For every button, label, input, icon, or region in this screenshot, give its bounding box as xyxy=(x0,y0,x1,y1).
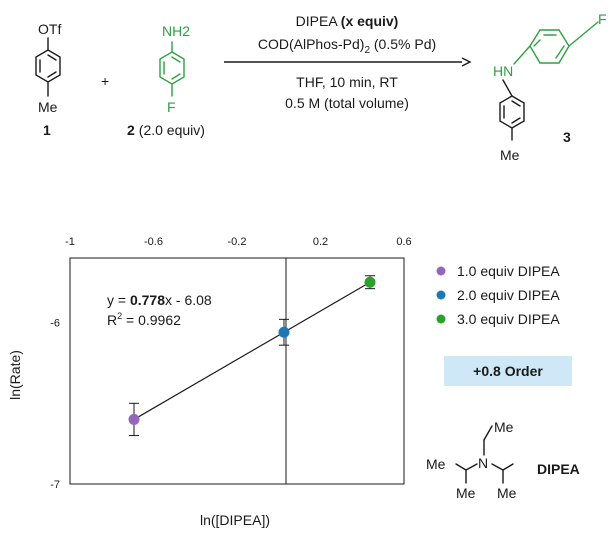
dipea-structure: Me N Me Me Me DIPEA xyxy=(426,419,580,501)
reactant-1-otf: OTf xyxy=(38,21,61,37)
legend: 1.0 equiv DIPEA 2.0 equiv DIPEA 3.0 equiv … xyxy=(436,263,560,327)
x-tick-labels: -1 -0.6 -0.2 0.2 0.6 xyxy=(65,236,412,248)
product-nh: HN xyxy=(493,63,513,79)
dipea-n: N xyxy=(478,455,488,471)
x-tick-label: 0.6 xyxy=(396,236,411,248)
reactant-2-f: F xyxy=(167,99,176,115)
legend-marker-3 xyxy=(436,314,446,324)
y-tick-label: -6 xyxy=(50,318,60,330)
x-tick-label: -0.2 xyxy=(228,236,247,248)
x-axis-label: ln([DIPEA]) xyxy=(200,512,270,528)
product-f: F xyxy=(598,11,607,27)
legend-label-1: 1.0 equiv DIPEA xyxy=(457,263,560,279)
plot-area xyxy=(69,257,405,485)
legend-marker-2 xyxy=(436,290,446,300)
data-point-1 xyxy=(128,413,140,425)
order-annotation-box xyxy=(444,356,572,386)
x-tick-label: 0.2 xyxy=(313,236,328,248)
y-tick-labels: -6 -7 xyxy=(50,318,60,491)
conditions-line-1: DIPEA (x equiv) xyxy=(296,13,399,29)
fit-r-squared: R2 = 0.9962 xyxy=(107,311,181,328)
reactant-1-ring-inner xyxy=(39,54,57,78)
conditions-line-2: COD(AlPhos-Pd)2 (0.5% Pd) xyxy=(258,36,436,56)
dipea-bond-left-me xyxy=(455,463,467,471)
product-bond-nh-aryl xyxy=(513,45,531,65)
dipea-name: DIPEA xyxy=(537,461,580,477)
reactant-2-nh2: NH2 xyxy=(162,23,190,39)
reactant-1-structure: OTf Me 1 xyxy=(35,21,61,138)
product-fluorophenyl-ring-inner xyxy=(533,34,565,59)
legend-marker-1 xyxy=(436,266,446,276)
legend-label-2: 2.0 equiv DIPEA xyxy=(457,287,560,303)
product-me: Me xyxy=(500,147,520,163)
fit-line xyxy=(133,281,371,420)
reactant-2-ring-inner xyxy=(163,56,181,80)
product-tolyl-ring-inner xyxy=(503,100,521,124)
dipea-bond-right-me xyxy=(502,463,514,471)
conditions-line-3: THF, 10 min, RT xyxy=(296,74,398,90)
reaction-arrow xyxy=(224,57,472,67)
dipea-bond-n-left xyxy=(465,463,478,471)
reactant-1-me: Me xyxy=(38,99,58,115)
dipea-me-bottom-left: Me xyxy=(456,485,476,501)
legend-label-3: 3.0 equiv DIPEA xyxy=(457,311,560,327)
x-tick-label: -0.6 xyxy=(144,236,163,248)
dipea-me-top: Me xyxy=(494,419,514,435)
dipea-bond-n-right xyxy=(491,463,504,471)
conditions-line-4: 0.5 M (total volume) xyxy=(285,95,409,111)
x-tick-label: -1 xyxy=(65,236,75,248)
dipea-me-right: Me xyxy=(497,485,517,501)
fit-equation: y = 0.778x - 6.08 xyxy=(107,292,212,308)
reactant-2-structure: NH2 F 2(2.0 equiv) xyxy=(127,23,205,138)
reactant-2-label: 2(2.0 equiv) xyxy=(127,122,205,138)
order-annotation: +0.8 Order xyxy=(473,363,543,379)
data-points xyxy=(128,275,376,437)
dipea-bond-ethyl-1 xyxy=(483,425,493,441)
plus-sign: + xyxy=(101,73,109,89)
product-structure: F HN Me 3 xyxy=(493,11,607,163)
product-bond-f xyxy=(568,21,599,47)
fit-line-segment xyxy=(133,281,371,420)
reactant-1-number: 1 xyxy=(43,122,51,138)
dipea-me-left: Me xyxy=(426,456,446,472)
y-tick-label: -7 xyxy=(50,479,60,491)
data-point-2 xyxy=(278,326,290,338)
product-number: 3 xyxy=(563,129,571,145)
data-point-3 xyxy=(364,276,376,288)
product-bond-n-tolyl xyxy=(502,79,513,97)
kinetics-chart: -1 -0.6 -0.2 0.2 0.6 -6 -7 ln(Rate) ln([DIPEA… xyxy=(7,236,412,528)
y-axis-label: ln(Rate) xyxy=(7,350,23,400)
